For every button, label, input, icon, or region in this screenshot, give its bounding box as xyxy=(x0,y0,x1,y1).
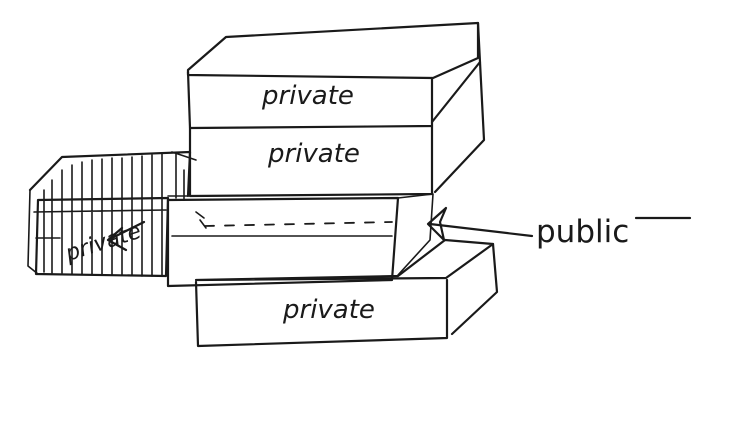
public-slab-outline xyxy=(166,196,400,288)
top-private-block xyxy=(186,21,482,130)
left-box-front xyxy=(34,196,170,278)
left-box-hatch xyxy=(33,152,185,277)
left-box-arrow xyxy=(106,220,146,252)
public-label: public xyxy=(536,214,629,250)
left-box-cut-lines xyxy=(167,151,197,197)
second-block-side-face xyxy=(433,60,486,194)
second-block-label: private xyxy=(267,139,360,169)
public-slab-side xyxy=(397,193,434,276)
bottom-block-front-face xyxy=(194,278,449,348)
public-slab-end-tick xyxy=(195,211,207,229)
public-middle-slab xyxy=(166,193,434,288)
bottom-block-label: private xyxy=(282,295,375,325)
left-box-side xyxy=(27,189,39,275)
public-slab-dashed-line xyxy=(204,221,393,227)
top-block-front-face xyxy=(186,70,434,130)
top-block-label: private xyxy=(261,81,354,111)
top-block-top-face xyxy=(186,21,480,80)
bottom-block-top-face xyxy=(194,238,495,282)
public-arrow-head xyxy=(426,206,448,242)
top-block-side-face xyxy=(430,21,482,124)
left-private-box xyxy=(27,150,197,278)
public-arrow-shaft xyxy=(428,222,534,238)
left-box-top xyxy=(28,150,192,198)
bottom-block-side-face xyxy=(450,242,499,336)
public-pointer xyxy=(426,206,692,242)
bottom-private-block xyxy=(194,238,499,348)
